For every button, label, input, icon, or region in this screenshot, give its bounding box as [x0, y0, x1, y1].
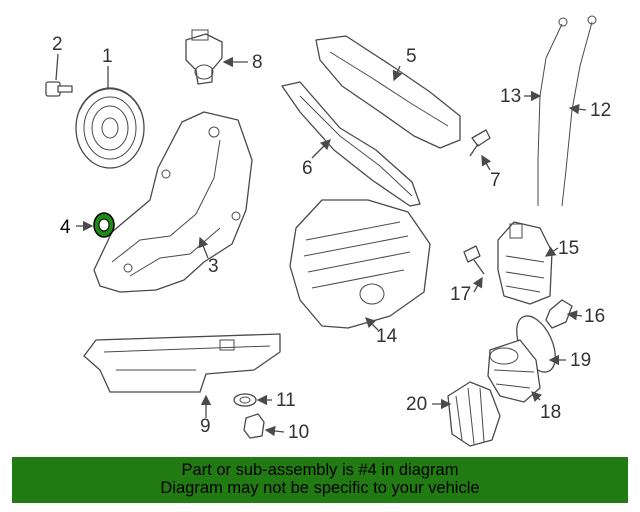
parts-diagram: 2 1 8 3 4 5 6 7 13 12 15 17 16 14 9 11 1… — [45, 15, 611, 447]
callout-2: 2 — [52, 34, 63, 55]
part-8-sensor — [185, 29, 223, 85]
part-7-bolt — [469, 129, 491, 157]
callout-11: 11 — [276, 390, 296, 411]
banner-line-1: Part or sub-assembly is #4 in diagram — [181, 461, 459, 479]
part-20-filter-cap — [447, 381, 501, 447]
callout-4-highlighted: 4 — [60, 217, 71, 238]
part-1-pulley — [75, 87, 145, 169]
callout-18: 18 — [540, 402, 561, 423]
info-banner: Part or sub-assembly is #4 in diagram Di… — [12, 457, 628, 503]
callout-labels: 2 1 8 3 4 5 6 7 13 12 15 17 16 14 9 11 1… — [52, 34, 611, 443]
part-5-cover — [315, 35, 461, 149]
callout-7: 7 — [490, 170, 501, 191]
callout-6: 6 — [302, 158, 313, 179]
part-9-oil-pan — [83, 333, 281, 393]
callout-13: 13 — [500, 86, 521, 107]
callout-19: 19 — [570, 350, 591, 371]
callout-5: 5 — [406, 46, 417, 67]
callout-8: 8 — [252, 52, 263, 73]
part-4-seal — [93, 212, 115, 238]
part-3-timing-cover — [93, 111, 253, 293]
part-2-bolt — [45, 81, 73, 97]
callout-17: 17 — [450, 284, 471, 305]
part-15-oil-cooler — [497, 221, 553, 305]
callout-9: 9 — [200, 416, 211, 437]
leader-lines — [55, 53, 587, 437]
callout-3: 3 — [208, 256, 219, 277]
part-14-intake-manifold — [289, 199, 431, 329]
part-17-bolt — [463, 245, 485, 275]
callout-14: 14 — [376, 326, 398, 347]
part-11-washer — [233, 393, 257, 407]
banner-line-2: Diagram may not be specific to your vehi… — [160, 479, 480, 497]
callout-16: 16 — [584, 306, 605, 327]
part-13-dipstick — [537, 17, 568, 206]
callout-15: 15 — [558, 238, 579, 259]
part-10-drain-plug — [243, 413, 265, 439]
part-6-cover — [281, 81, 421, 207]
part-16-gasket — [545, 299, 573, 329]
callout-1: 1 — [102, 46, 113, 67]
callout-20: 20 — [406, 394, 427, 415]
callout-10: 10 — [288, 422, 309, 443]
callout-12: 12 — [590, 100, 611, 121]
